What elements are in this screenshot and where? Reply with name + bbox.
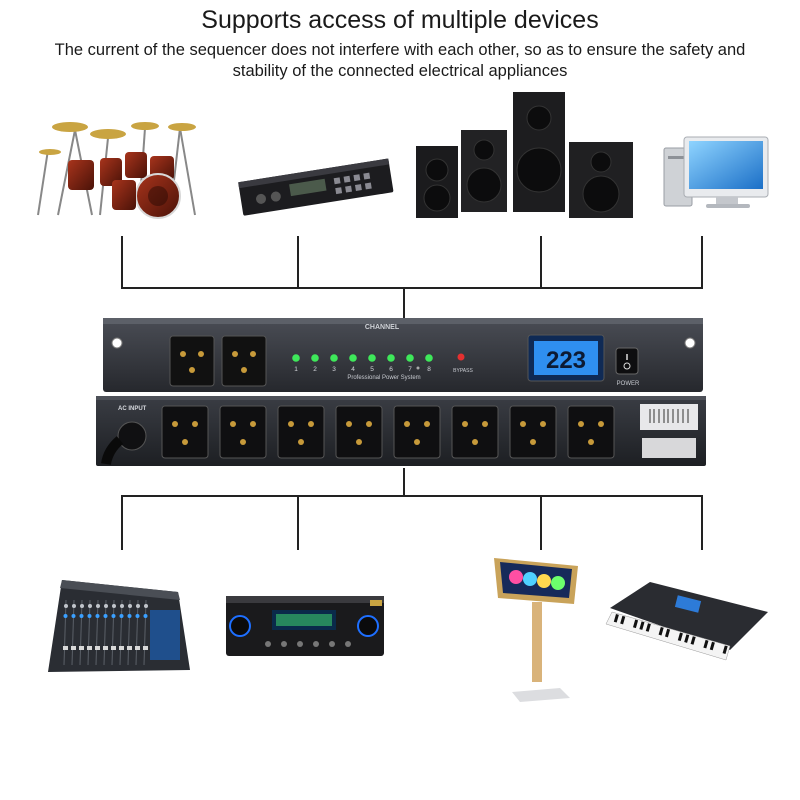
power-switch[interactable] [615, 347, 639, 375]
ac-input-socket [117, 421, 147, 451]
power-cord [101, 436, 124, 465]
rear-outlet [277, 405, 325, 459]
desktop-computer-image [663, 136, 769, 208]
page-subtitle: The current of the sequencer does not in… [54, 41, 746, 80]
rear-outlet [567, 405, 615, 459]
bypass-label: BYPASS [453, 368, 473, 374]
power-label: POWER [617, 381, 640, 387]
voltage-readout: 223 [546, 347, 586, 374]
channel-led-8 [425, 354, 433, 362]
channel-number: 3 [332, 366, 336, 373]
channel-led-1 [292, 354, 300, 362]
top-connector [121, 236, 703, 289]
channel-led-6 [387, 354, 395, 362]
page-title: Supports access of multiple devices [201, 6, 599, 34]
audio-mixer-image [48, 580, 190, 672]
channel-number: 6 [389, 366, 393, 373]
channel-number: 7 [408, 366, 412, 373]
power-sequencer: CHANNEL 1 2 3 4 5 6 7 8 Professional Power Syst… [103, 318, 703, 392]
serial-label [640, 404, 698, 430]
rear-outlet [161, 405, 209, 459]
karaoke-stand-image [494, 558, 578, 702]
rear-outlets [161, 405, 615, 459]
rear-outlet [219, 405, 267, 459]
warning-sticker [642, 438, 696, 458]
channel-led-3 [330, 354, 338, 362]
channel-number: 2 [313, 366, 317, 373]
channel-led-5 [368, 354, 376, 362]
connector-lines [121, 236, 703, 550]
channel-number: 8 [427, 366, 431, 373]
channel-number: 4 [351, 366, 355, 373]
channel-number: 5 [370, 366, 374, 373]
front-outlet [221, 335, 267, 387]
channel-label: CHANNEL [365, 324, 400, 331]
front-outlet [169, 335, 215, 387]
power-amplifier-image [226, 596, 384, 656]
ac-input-label: AC INPUT [118, 406, 147, 412]
rear-outlet [393, 405, 441, 459]
channel-number: 1 [294, 366, 298, 373]
rear-outlet [509, 405, 557, 459]
bypass-led [457, 353, 465, 361]
channel-led-4 [349, 354, 357, 362]
channel-led-2 [311, 354, 319, 362]
channel-led-7 [406, 354, 414, 362]
drum-kit-image [37, 122, 196, 219]
rear-outlet [335, 405, 383, 459]
rear-outlet [451, 405, 499, 459]
speaker-cabinets-image [416, 92, 633, 218]
power-sequencer-rear: AC INPUT [96, 396, 706, 466]
bypass-button[interactable] [416, 366, 420, 370]
channel-leds: 1 2 3 4 5 6 7 8 [292, 354, 433, 373]
system-label: Professional Power System [347, 375, 420, 381]
bottom-connector [121, 495, 703, 550]
rack-processor-image [238, 158, 394, 216]
electronic-keyboard-image [605, 582, 768, 661]
